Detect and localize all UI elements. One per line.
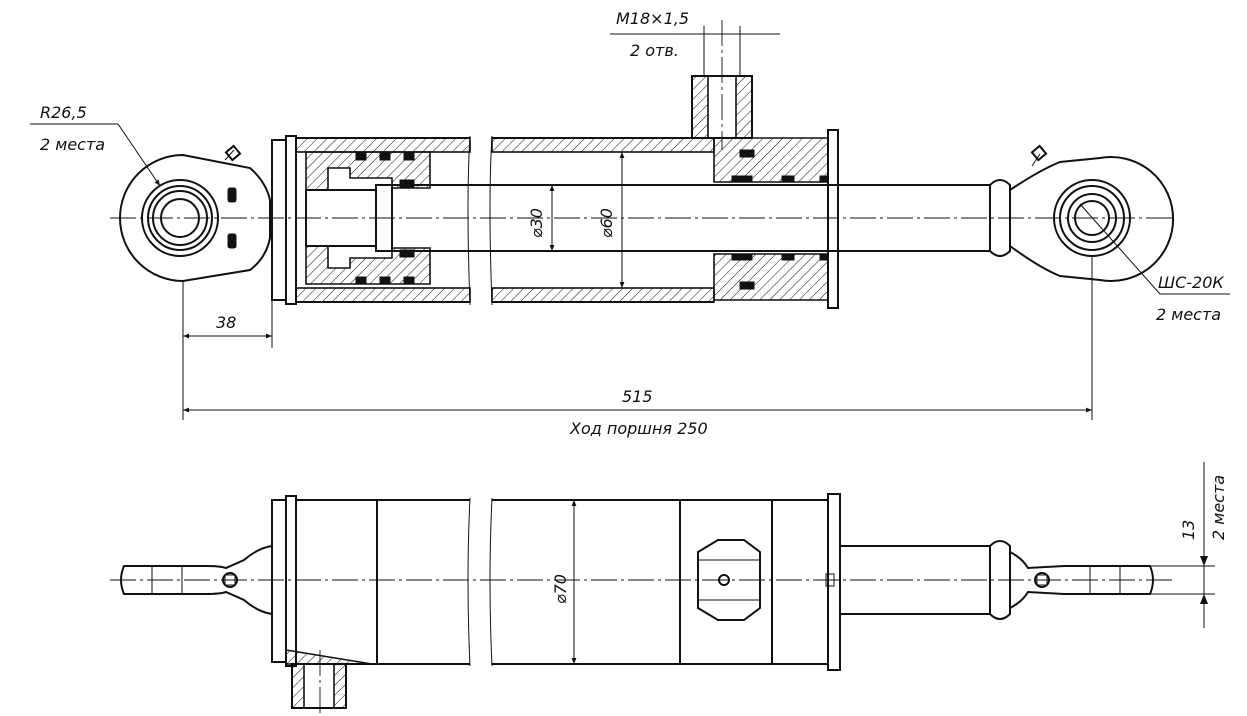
left-cap-inner <box>285 495 297 667</box>
radius-label: R26,5 <box>40 103 87 122</box>
barrel-exterior <box>296 493 841 671</box>
break-line-right <box>489 135 493 306</box>
total-length-label: 515 <box>622 387 653 406</box>
lug-qty-label: 2 места <box>1209 475 1228 540</box>
break-line-left <box>467 135 471 306</box>
lug-thickness-label: 13 <box>1179 520 1198 540</box>
piston-diameter-label: ⌀60 <box>597 208 616 238</box>
bearing-qty-label: 2 места <box>1156 305 1221 324</box>
section-view: M18×1,5 2 отв. R26,5 2 места ШС-20К 2 ме… <box>30 9 1230 438</box>
side-hex-port <box>697 539 761 621</box>
section-annotations: M18×1,5 2 отв. R26,5 2 места ШС-20К 2 ме… <box>30 9 1230 438</box>
left-rod-eye <box>119 144 271 283</box>
exterior-annotations: ⌀70 13 2 места <box>551 462 1228 664</box>
port-boss <box>691 20 753 150</box>
thread-qty-label: 2 отв. <box>630 41 679 60</box>
left-cap-outer <box>271 499 287 663</box>
rod-exterior <box>840 540 1154 620</box>
thread-label: M18×1,5 <box>616 9 689 28</box>
radius-qty-label: 2 места <box>40 135 105 154</box>
bearing-label: ШС-20К <box>1158 273 1224 292</box>
left-lug <box>120 544 273 616</box>
bottom-port <box>285 649 373 716</box>
barrel-right <box>392 129 990 309</box>
eye-offset-label: 38 <box>216 313 236 332</box>
barrel-left <box>295 137 471 303</box>
right-rod-eye <box>989 144 1175 282</box>
body-diameter-label: ⌀70 <box>551 574 570 604</box>
left-end-cap <box>271 135 297 305</box>
stroke-label: Ход поршня 250 <box>569 419 708 438</box>
rod-diameter-label: ⌀30 <box>527 208 546 238</box>
exterior-view: ⌀70 13 2 места <box>110 462 1228 716</box>
